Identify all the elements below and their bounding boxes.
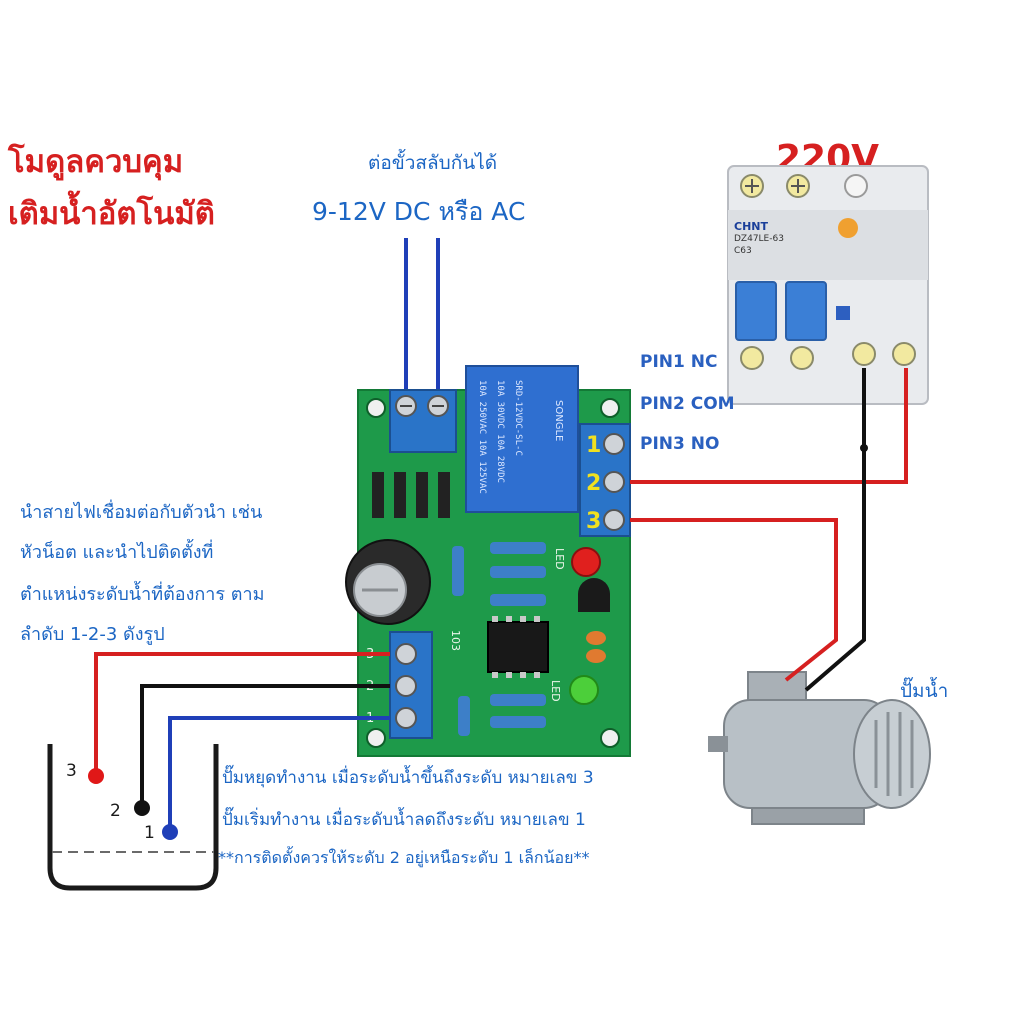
svg-text:SONGLE: SONGLE bbox=[553, 400, 564, 441]
breaker-toggle-2 bbox=[785, 281, 827, 341]
resistor-3 bbox=[490, 566, 546, 578]
note-pump-start: ปั๊มเริ่มทำงาน เมื่อระดับน้ำลดถึงระดับ ห… bbox=[222, 810, 586, 830]
breaker-top-screws bbox=[740, 174, 868, 198]
chip-silkscreen: 103 bbox=[449, 630, 462, 651]
probe-instruction-line1: นำสายไฟเชื่อมต่อกับตัวนำ เช่น bbox=[20, 502, 263, 523]
resistor-7 bbox=[458, 696, 470, 736]
dc-input-wires bbox=[404, 238, 440, 400]
relay bbox=[465, 365, 579, 513]
tank-level-label-2: 2 bbox=[110, 801, 121, 821]
led-silkscreen-2: LED bbox=[549, 680, 562, 702]
relay-terminal-number-2: 2 bbox=[586, 471, 601, 496]
diode-1 bbox=[372, 472, 384, 518]
tank-level-label-1: 1 bbox=[144, 823, 155, 843]
resistor-6 bbox=[490, 716, 546, 728]
ic-chip bbox=[487, 621, 549, 673]
breaker-rating: C63 bbox=[734, 246, 752, 256]
pin1-label: PIN1 NC bbox=[640, 352, 718, 372]
probe-instruction-line4: ลำดับ 1-2-3 ดังรูป bbox=[20, 624, 165, 645]
led-silkscreen-1: LED bbox=[553, 548, 566, 570]
probe-3 bbox=[88, 768, 104, 784]
pump-motor bbox=[708, 671, 931, 825]
note-install-tip: **การติดตั้งควรให้ระดับ 2 อยู่เหนือระดับ… bbox=[218, 848, 590, 867]
tank-level-label-3: 3 bbox=[66, 761, 77, 781]
transistor bbox=[578, 578, 610, 612]
title-line1: โมดูลควบคุม bbox=[8, 144, 184, 180]
probe-2 bbox=[134, 800, 150, 816]
breaker-brand: CHNT bbox=[734, 220, 768, 233]
diode-3 bbox=[416, 472, 428, 518]
green-led bbox=[569, 675, 599, 705]
breaker-test-button bbox=[836, 306, 850, 320]
mains-wires bbox=[630, 368, 908, 692]
diode-2 bbox=[394, 472, 406, 518]
red-led bbox=[571, 547, 601, 577]
resistor-2 bbox=[490, 542, 546, 554]
probe-instruction-line3: ตำแหน่งระดับน้ำที่ต้องการ ตาม bbox=[20, 584, 265, 605]
probe-1 bbox=[162, 824, 178, 840]
probe-instruction-line2: หัวน็อต และนำไปติดตั้งที่ bbox=[20, 542, 214, 563]
resistor-5 bbox=[490, 694, 546, 706]
breaker-bottom-screws bbox=[740, 342, 916, 370]
breaker-toggle-1 bbox=[735, 281, 777, 341]
circuit-breaker bbox=[727, 165, 929, 405]
breaker-indicator bbox=[838, 218, 858, 238]
power-polarity-note: ต่อขั้วสลับกันได้ bbox=[368, 152, 498, 174]
wire-junction bbox=[860, 444, 868, 452]
resistor-4 bbox=[490, 594, 546, 606]
pin3-label: PIN3 NO bbox=[640, 434, 720, 454]
ceramic-cap-2 bbox=[586, 649, 606, 663]
note-pump-stop: ปั๊มหยุดทำงาน เมื่อระดับน้ำขึ้นถึงระดับ … bbox=[222, 768, 594, 788]
ceramic-cap-1 bbox=[586, 631, 606, 645]
pin2-label: PIN2 COM bbox=[640, 394, 735, 414]
breaker-model: DZ47LE-63 bbox=[734, 234, 784, 244]
pump-label: ปั๊มน้ำ bbox=[900, 680, 949, 702]
svg-text:SRD-12VDC-SL-C: SRD-12VDC-SL-C bbox=[513, 380, 523, 456]
title-line2: เติมน้ำอัตโนมัติ bbox=[8, 196, 215, 232]
pcb-board: 10A 250VAC 10A 125VAC 10A 30VDC 10A 28VD… bbox=[345, 365, 631, 757]
diode-4 bbox=[438, 472, 450, 518]
relay-terminal-number-1: 1 bbox=[586, 433, 601, 458]
relay-terminal-number-3: 3 bbox=[586, 509, 601, 534]
svg-text:10A 250VAC 10A 125VAC: 10A 250VAC 10A 125VAC bbox=[477, 380, 487, 494]
svg-text:10A 30VDC 10A 28VDC: 10A 30VDC 10A 28VDC bbox=[495, 380, 505, 483]
resistor-1 bbox=[452, 546, 464, 596]
water-tank bbox=[47, 744, 219, 891]
power-voltage-label: 9-12V DC หรือ AC bbox=[312, 197, 526, 226]
probe-wires bbox=[94, 652, 390, 830]
